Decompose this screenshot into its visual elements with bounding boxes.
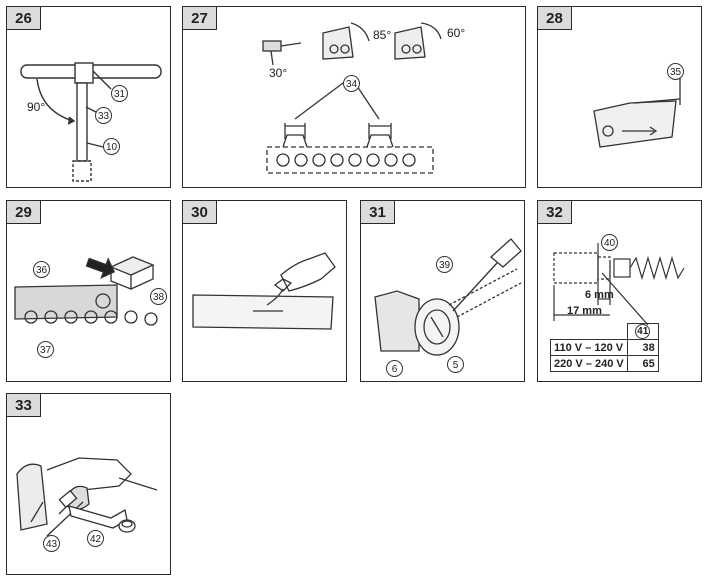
guide-bar-clean-illustration <box>192 252 336 330</box>
panel-33: 33 43 42 <box>6 393 171 575</box>
callout-40: 40 <box>601 234 618 251</box>
table-header-callout: 41 <box>626 323 659 340</box>
panel-31: 31 39 6 5 <box>360 200 525 382</box>
dimension-17mm: 17 mm <box>567 305 602 317</box>
callout-5: 5 <box>447 356 464 373</box>
table-row: 41 <box>550 323 659 340</box>
angle-label-60: 60° <box>447 26 466 40</box>
table-cell-value: 65 <box>626 355 659 372</box>
callout-39: 39 <box>436 256 453 273</box>
brush-length-illustration <box>553 243 685 326</box>
bar-tool-illustration <box>20 62 162 182</box>
table-cell-voltage: 220 V – 240 V <box>550 355 628 372</box>
brush-length-table: 41 110 V – 120 V 38 220 V – 240 V 65 <box>550 323 659 372</box>
callout-31: 31 <box>111 85 128 102</box>
chain-cutter-angles-illustration <box>262 22 442 174</box>
panel-number: 26 <box>7 7 41 30</box>
table-header-blank <box>550 323 628 340</box>
table-cell-value: 38 <box>626 339 659 356</box>
callout-37: 37 <box>37 341 54 358</box>
callout-6: 6 <box>386 360 403 377</box>
panel-29: 29 36 38 37 <box>6 200 171 382</box>
panel-number: 30 <box>183 201 217 224</box>
angle-label: 90° <box>27 100 46 114</box>
angle-label-85: 85° <box>373 28 392 42</box>
panel-27: 27 30° 85° <box>182 6 526 188</box>
table-row: 110 V – 120 V 38 <box>550 339 659 356</box>
panel-number: 33 <box>7 394 41 417</box>
callout-10: 10 <box>103 138 120 155</box>
callout-43: 43 <box>43 535 60 552</box>
panel-30: 30 <box>182 200 347 382</box>
panel-26: 26 90° 31 33 10 <box>6 6 171 188</box>
depth-gauge-illustration <box>593 77 681 148</box>
panel-number: 31 <box>361 201 395 224</box>
callout-42: 42 <box>87 530 104 547</box>
callout-38: 38 <box>150 288 167 305</box>
callout-33: 33 <box>95 107 112 124</box>
panel-28: 28 35 <box>537 6 702 188</box>
angle-label-30: 30° <box>269 66 288 80</box>
dimension-6mm: 6 mm <box>585 289 614 301</box>
panel-number: 27 <box>183 7 217 30</box>
chain-install-illustration <box>14 256 158 326</box>
chain-tension-illustration <box>374 238 522 356</box>
callout-41: 41 <box>635 324 651 339</box>
callout-35: 35 <box>667 63 684 80</box>
panel-number: 28 <box>538 7 572 30</box>
panel-32: 32 40 6 mm 17 mm 41 110 V – 120 V 38 220… <box>537 200 702 382</box>
callout-34: 34 <box>343 75 360 92</box>
panel-number: 29 <box>7 201 41 224</box>
brush-replace-illustration <box>16 457 158 537</box>
callout-36: 36 <box>33 261 50 278</box>
table-row: 220 V – 240 V 65 <box>550 355 659 372</box>
table-cell-voltage: 110 V – 120 V <box>550 339 628 356</box>
panel-number: 32 <box>538 201 572 224</box>
